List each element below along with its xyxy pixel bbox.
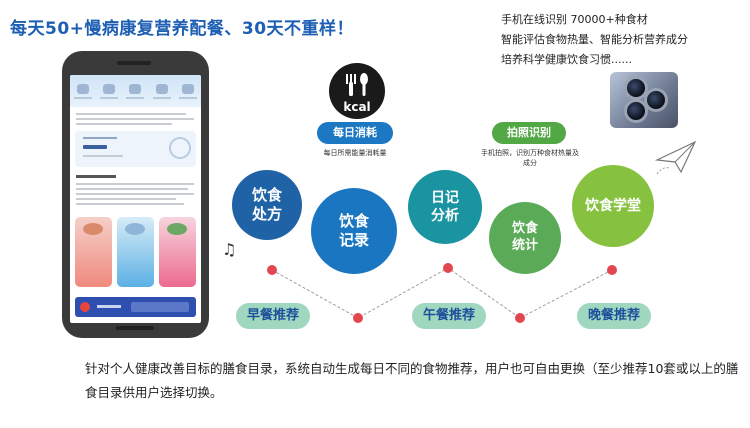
meal-cards [75, 217, 196, 287]
phone-screen [70, 75, 201, 323]
bubble-diet-statistics: 饮食统计 [489, 202, 561, 274]
app-tab-bar [70, 75, 201, 107]
phone-mockup [62, 51, 209, 338]
app-tab [73, 83, 93, 99]
photo-recognition-pill: 拍照识别 [492, 122, 566, 144]
music-note-icon: ♫ [222, 240, 237, 259]
bubble-diet-academy: 饮食学堂 [572, 165, 654, 247]
calorie-card [75, 131, 196, 167]
timeline-dot [443, 263, 453, 273]
bubble-diet-prescription: 饮食处方 [232, 170, 302, 240]
headline: 每天50+慢病康复营养配餐、30天不重样！ [10, 19, 355, 39]
photo-recognition-note: 手机拍照，识别万种食材热量及成分 [481, 149, 579, 167]
app-tab [152, 83, 172, 99]
app-bottom-bar [75, 297, 196, 317]
feature-item: 培养科学健康饮食习惯...... [501, 53, 632, 66]
app-tab [125, 83, 145, 99]
feature-item: 智能评估食物热量、智能分析营养成分 [501, 33, 688, 46]
kcal-label: kcal [343, 100, 370, 114]
paper-plane-icon [655, 140, 697, 175]
timeline-dot [267, 265, 277, 275]
dinner-recommendation: 晚餐推荐 [577, 303, 651, 329]
lunch-recommendation: 午餐推荐 [412, 303, 486, 329]
phone-speaker [117, 61, 151, 65]
timeline-dot [515, 313, 525, 323]
description-text: 针对个人健康改善目标的膳食目录，系统自动生成每日不同的食物推荐，用户也可自由更换… [85, 361, 739, 400]
timeline-dot [353, 313, 363, 323]
bubble-diet-record: 饮食记录 [311, 188, 397, 274]
feature-list: 手机在线识别 70000+种食材 智能评估食物热量、智能分析营养成分 培养科学健… [501, 10, 688, 70]
home-bar [116, 326, 154, 330]
phone-camera-photo [610, 72, 678, 128]
feature-item: 手机在线识别 70000+种食材 [501, 13, 648, 26]
daily-consumption-note: 每日所需能量消耗量 [323, 149, 387, 157]
timeline-dot [607, 265, 617, 275]
breakfast-recommendation: 早餐推荐 [236, 303, 310, 329]
app-tab [99, 83, 119, 99]
kcal-icon: kcal [329, 63, 385, 119]
app-tab [178, 83, 198, 99]
bubble-diary-analysis: 日记分析 [408, 170, 482, 244]
daily-consumption-pill: 每日消耗 [317, 122, 393, 144]
progress-ring [169, 137, 191, 159]
